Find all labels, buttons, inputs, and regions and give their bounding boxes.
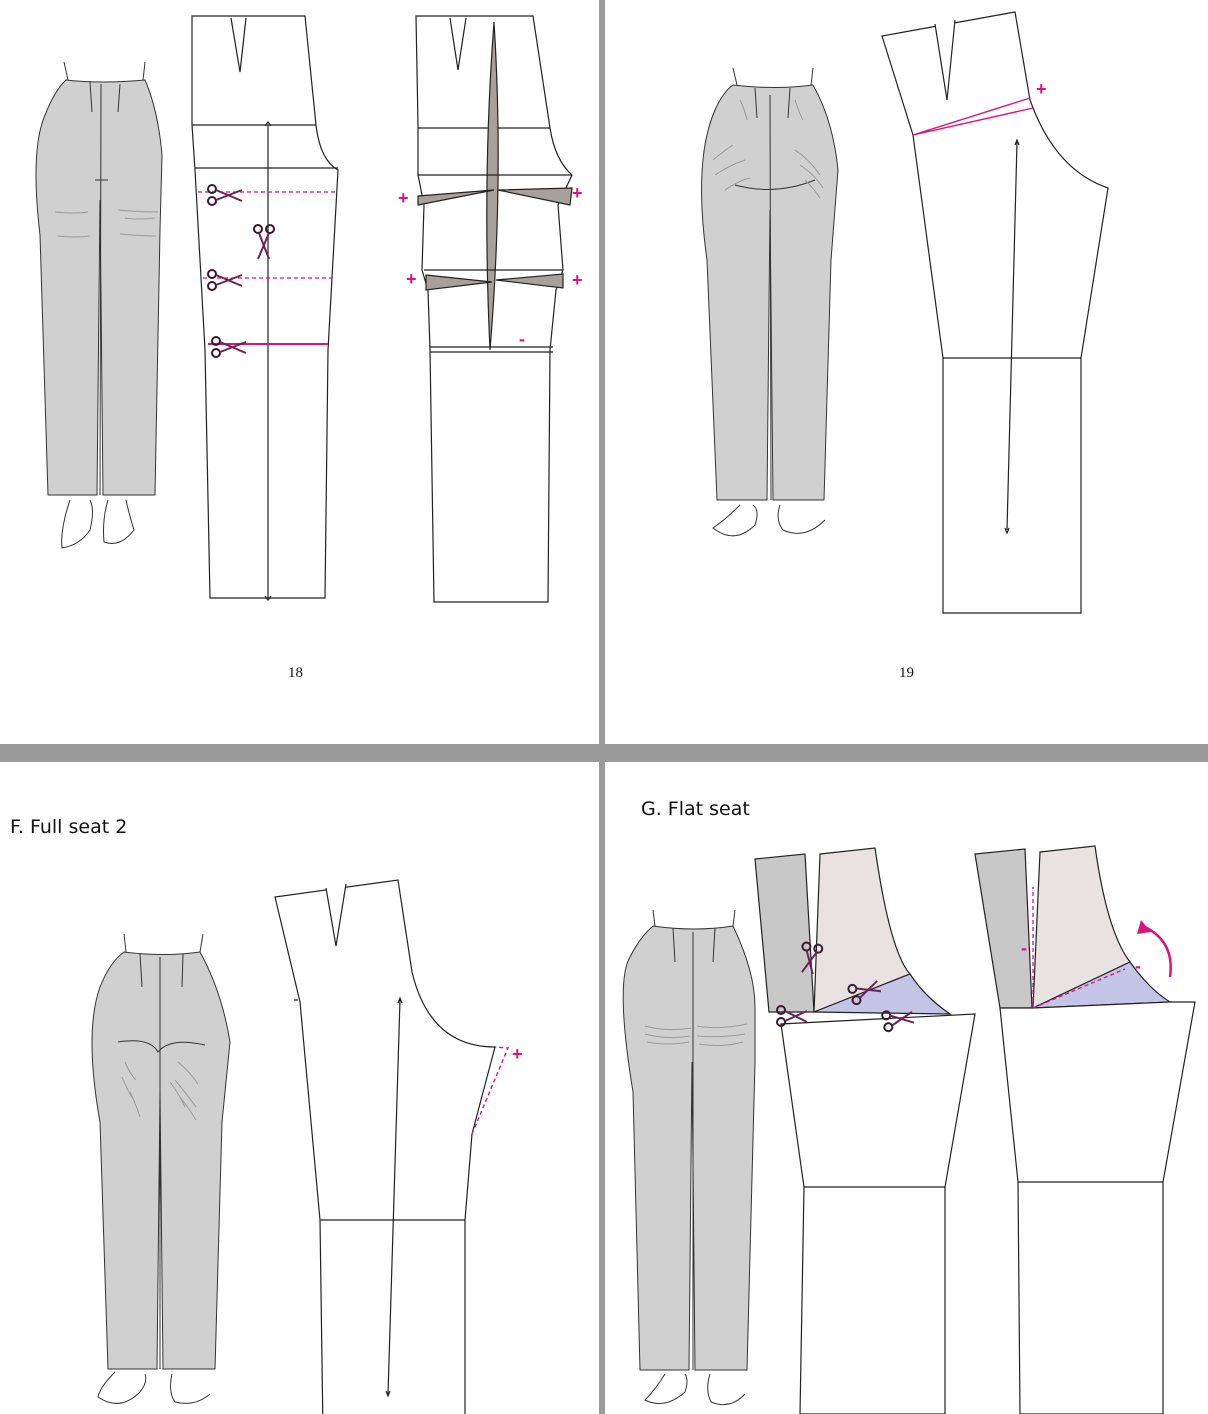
pattern-piece-cut <box>754 847 976 1414</box>
plus-symbol: + <box>572 270 583 290</box>
plus-symbol: + <box>512 1044 523 1064</box>
scissors-icon <box>253 224 275 260</box>
trousers-figure <box>701 67 839 537</box>
plus-symbol: + <box>398 188 409 208</box>
page-19: + 19 <box>605 0 1208 744</box>
scissors-icon <box>801 941 824 975</box>
plus-symbol: + <box>1036 79 1047 99</box>
scissors-icon <box>207 184 243 206</box>
plus-symbol: + <box>406 269 417 289</box>
scissors-icon <box>211 336 247 358</box>
curved-arrow-icon <box>1137 920 1172 978</box>
illustration-length-adjust: + + + + - <box>35 15 583 603</box>
illustration-full-seat: + <box>701 11 1109 614</box>
section-heading: F. Full seat 2 <box>10 816 128 838</box>
illustration-flat-seat: - - <box>622 845 1196 1414</box>
plus-symbol: + <box>572 183 583 203</box>
page-full-seat-2: F. Full seat 2 + <box>0 762 599 1414</box>
adjustment-line <box>471 1046 510 1135</box>
minus-symbol: - <box>1021 938 1027 958</box>
trousers-figure <box>622 909 756 1406</box>
pattern-piece <box>881 11 1109 614</box>
scissors-icon <box>881 1010 915 1033</box>
section-heading: G. Flat seat <box>641 798 750 820</box>
page-18: + + + + - 18 <box>0 0 599 744</box>
trousers-figure <box>91 933 231 1404</box>
scissors-icon <box>776 1005 808 1027</box>
illustration-full-seat-2: + <box>91 879 523 1414</box>
pattern-piece-spread <box>415 15 573 603</box>
page-flat-seat: G. Flat seat <box>605 762 1208 1414</box>
pattern-piece-cut <box>191 15 339 601</box>
pattern-piece <box>274 879 496 1414</box>
trousers-figure <box>35 61 163 549</box>
minus-symbol: - <box>1135 956 1141 976</box>
minus-symbol: - <box>519 329 525 349</box>
adjustment-wedge <box>912 97 1034 136</box>
adjustment-lines <box>1032 887 1126 1009</box>
pattern-piece-adjusted <box>974 845 1196 1414</box>
page-number: 19 <box>899 665 914 681</box>
scissors-icon <box>847 980 882 1006</box>
scissors-icon <box>207 269 243 291</box>
page-number: 18 <box>288 665 303 681</box>
